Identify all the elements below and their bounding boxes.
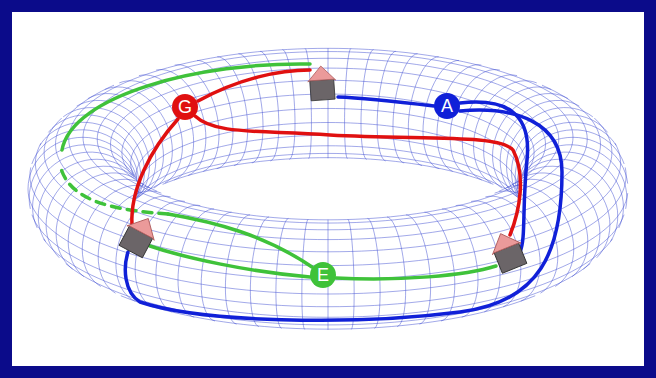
mesh-line xyxy=(83,52,573,224)
mesh-line xyxy=(361,50,374,160)
mesh-line xyxy=(302,219,308,293)
mesh-line xyxy=(283,50,296,160)
mesh-line xyxy=(138,153,519,198)
mesh-line xyxy=(40,122,141,198)
mesh-line xyxy=(377,51,396,161)
mesh-line xyxy=(46,225,59,258)
mesh-line xyxy=(345,48,351,158)
utility-letter: A xyxy=(433,92,461,120)
mesh-line xyxy=(111,68,546,191)
mesh-line xyxy=(515,122,616,198)
mesh-line xyxy=(408,57,438,166)
utility-line xyxy=(198,70,310,101)
utility-circle: A xyxy=(433,92,461,120)
mesh-line xyxy=(276,218,289,292)
mesh-line xyxy=(250,217,269,291)
utility-circle: G xyxy=(171,93,199,121)
house-wall xyxy=(310,79,335,101)
mesh-line xyxy=(625,167,627,175)
circle-fill xyxy=(310,262,336,288)
mesh-line xyxy=(35,143,620,265)
utility-circle: E xyxy=(309,261,337,289)
mesh-line xyxy=(217,57,247,166)
house-icon xyxy=(486,228,529,274)
utility-line xyxy=(460,102,528,252)
mesh-line xyxy=(82,249,101,286)
utility-line xyxy=(195,116,520,235)
mesh-line xyxy=(238,54,263,163)
utility-letter: E xyxy=(309,261,337,289)
house-roof xyxy=(486,228,521,255)
mesh-line xyxy=(302,294,305,330)
mesh-line xyxy=(393,54,418,163)
mesh-line xyxy=(33,152,134,207)
mesh-line xyxy=(32,215,624,307)
mesh-line xyxy=(462,75,517,180)
mesh-line xyxy=(137,135,518,194)
mesh-line xyxy=(116,196,171,263)
mesh-line xyxy=(56,85,601,239)
mesh-line xyxy=(136,146,520,199)
mesh-line xyxy=(136,108,520,180)
house-roof xyxy=(127,211,162,240)
house-roof xyxy=(307,65,336,82)
mesh-line xyxy=(163,158,494,185)
torus-mesh xyxy=(28,48,628,330)
utility-line xyxy=(125,110,562,320)
house-icon xyxy=(117,211,162,258)
mesh-line xyxy=(615,143,621,163)
mesh-line xyxy=(328,48,329,158)
utility-line xyxy=(336,266,496,279)
utility-line xyxy=(62,64,310,150)
utility-letter: G xyxy=(171,93,199,121)
mesh-line xyxy=(328,294,329,330)
utility-line xyxy=(338,97,434,106)
mesh-line xyxy=(46,166,132,225)
circle-fill xyxy=(172,94,198,120)
mesh-line xyxy=(351,294,354,330)
mesh-line xyxy=(225,215,250,288)
mesh-line xyxy=(119,81,182,183)
mesh-line xyxy=(69,48,587,229)
utility-line xyxy=(150,246,310,277)
mesh-line xyxy=(156,70,206,176)
mesh-line xyxy=(597,225,610,258)
utility-line xyxy=(132,119,178,225)
mesh-line xyxy=(138,123,518,190)
mesh-line xyxy=(368,218,381,292)
circle-fill xyxy=(434,93,460,119)
mesh-line xyxy=(348,219,354,293)
mesh-line xyxy=(48,115,144,197)
mesh-line xyxy=(97,58,559,220)
mesh-line xyxy=(29,145,136,198)
mesh-line xyxy=(260,51,279,161)
mesh-line xyxy=(522,159,618,216)
mesh-line xyxy=(594,118,612,152)
utility-line xyxy=(60,165,168,214)
mesh-line xyxy=(56,173,135,233)
house-icon xyxy=(307,65,337,101)
